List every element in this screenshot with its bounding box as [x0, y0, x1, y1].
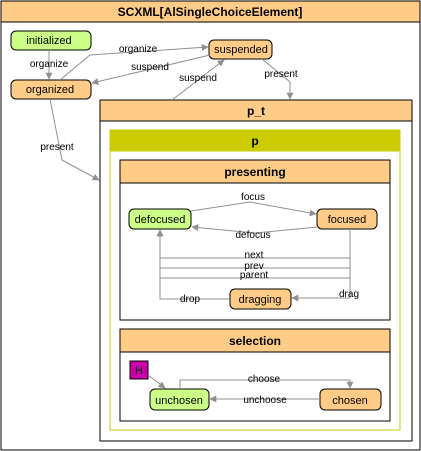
transition-parent[interactable]: parent — [160, 270, 350, 281]
transition-focused-defocused[interactable]: defocus — [191, 224, 319, 241]
transition-defocused-focused[interactable]: focus — [190, 192, 317, 217]
transition-initialized-organized-label: organize — [30, 59, 69, 70]
transition-suspended-pt-label: present — [264, 69, 298, 80]
root-header — [0, 0, 421, 23]
transition-drag-label: drag — [339, 289, 359, 300]
state-unchosen-label: unchosen — [155, 395, 203, 407]
transition-choose-label: choose — [248, 374, 281, 385]
state-dragging[interactable]: dragging — [229, 288, 292, 310]
transition-organized-suspended[interactable]: organize — [59, 43, 209, 81]
state-selection-header — [119, 328, 391, 353]
transition-initialized-organized[interactable]: organize — [30, 50, 69, 80]
transition-next-label: next — [245, 250, 264, 261]
state-chosen-label: chosen — [332, 395, 367, 407]
transition-suspended-pt[interactable]: present — [261, 58, 298, 100]
transition-choose[interactable]: choose — [179, 374, 354, 389]
transition-suspended-organized[interactable]: suspend — [91, 54, 211, 85]
transition-pt-suspended-label: suspend — [179, 73, 217, 84]
state-p-label: p — [251, 134, 258, 148]
transition-organized-suspended-label: organize — [119, 44, 158, 55]
state-suspended[interactable]: suspended — [208, 39, 273, 60]
transition-organized-pt-label: present — [40, 142, 74, 153]
state-initialized[interactable]: initialized — [10, 30, 92, 51]
transition-drag[interactable]: drag — [291, 229, 359, 302]
transition-organized-pt[interactable]: present — [40, 98, 100, 181]
transition-unchoose-label: unchoose — [243, 395, 287, 406]
state-defocused-label: defocused — [135, 214, 186, 226]
transition-focused-defocused-label: defocus — [235, 230, 270, 241]
state-p-t-header — [99, 99, 413, 122]
state-unchosen[interactable]: unchosen — [149, 388, 210, 411]
state-initialized-label: initialized — [26, 35, 71, 47]
state-organized-label: organized — [26, 84, 74, 96]
root-title: SCXML[AlSingleChoiceElement] — [118, 5, 303, 19]
history-state[interactable]: H — [129, 360, 149, 380]
state-presenting-header — [119, 159, 391, 184]
transition-drop-label: drop — [180, 294, 200, 305]
state-focused[interactable]: focused — [316, 208, 378, 230]
state-dragging-label: dragging — [239, 294, 282, 306]
state-suspended-label: suspended — [214, 44, 268, 56]
state-organized[interactable]: organized — [10, 79, 92, 100]
transition-prev-label: prev — [244, 261, 263, 272]
state-defocused[interactable]: defocused — [128, 208, 192, 230]
state-presenting-label: presenting — [224, 165, 285, 179]
transition-pt-suspended[interactable]: suspend — [171, 59, 225, 101]
transition-history-unchosen[interactable] — [147, 374, 166, 389]
transition-parent-label: parent — [240, 270, 269, 281]
state-selection-label: selection — [229, 334, 281, 348]
state-p-header — [109, 129, 401, 152]
state-chosen[interactable]: chosen — [319, 388, 382, 411]
history-state-label: H — [135, 365, 143, 377]
transition-drop[interactable]: drop — [156, 229, 229, 305]
transition-unchoose[interactable]: unchoose — [209, 395, 320, 406]
state-focused-label: focused — [328, 214, 367, 226]
transition-suspended-organized-label: suspend — [131, 62, 169, 73]
transition-prev[interactable]: prev — [160, 261, 350, 272]
state-p-t-label: p_t — [247, 104, 265, 118]
transition-defocused-focused-label: focus — [241, 192, 265, 203]
